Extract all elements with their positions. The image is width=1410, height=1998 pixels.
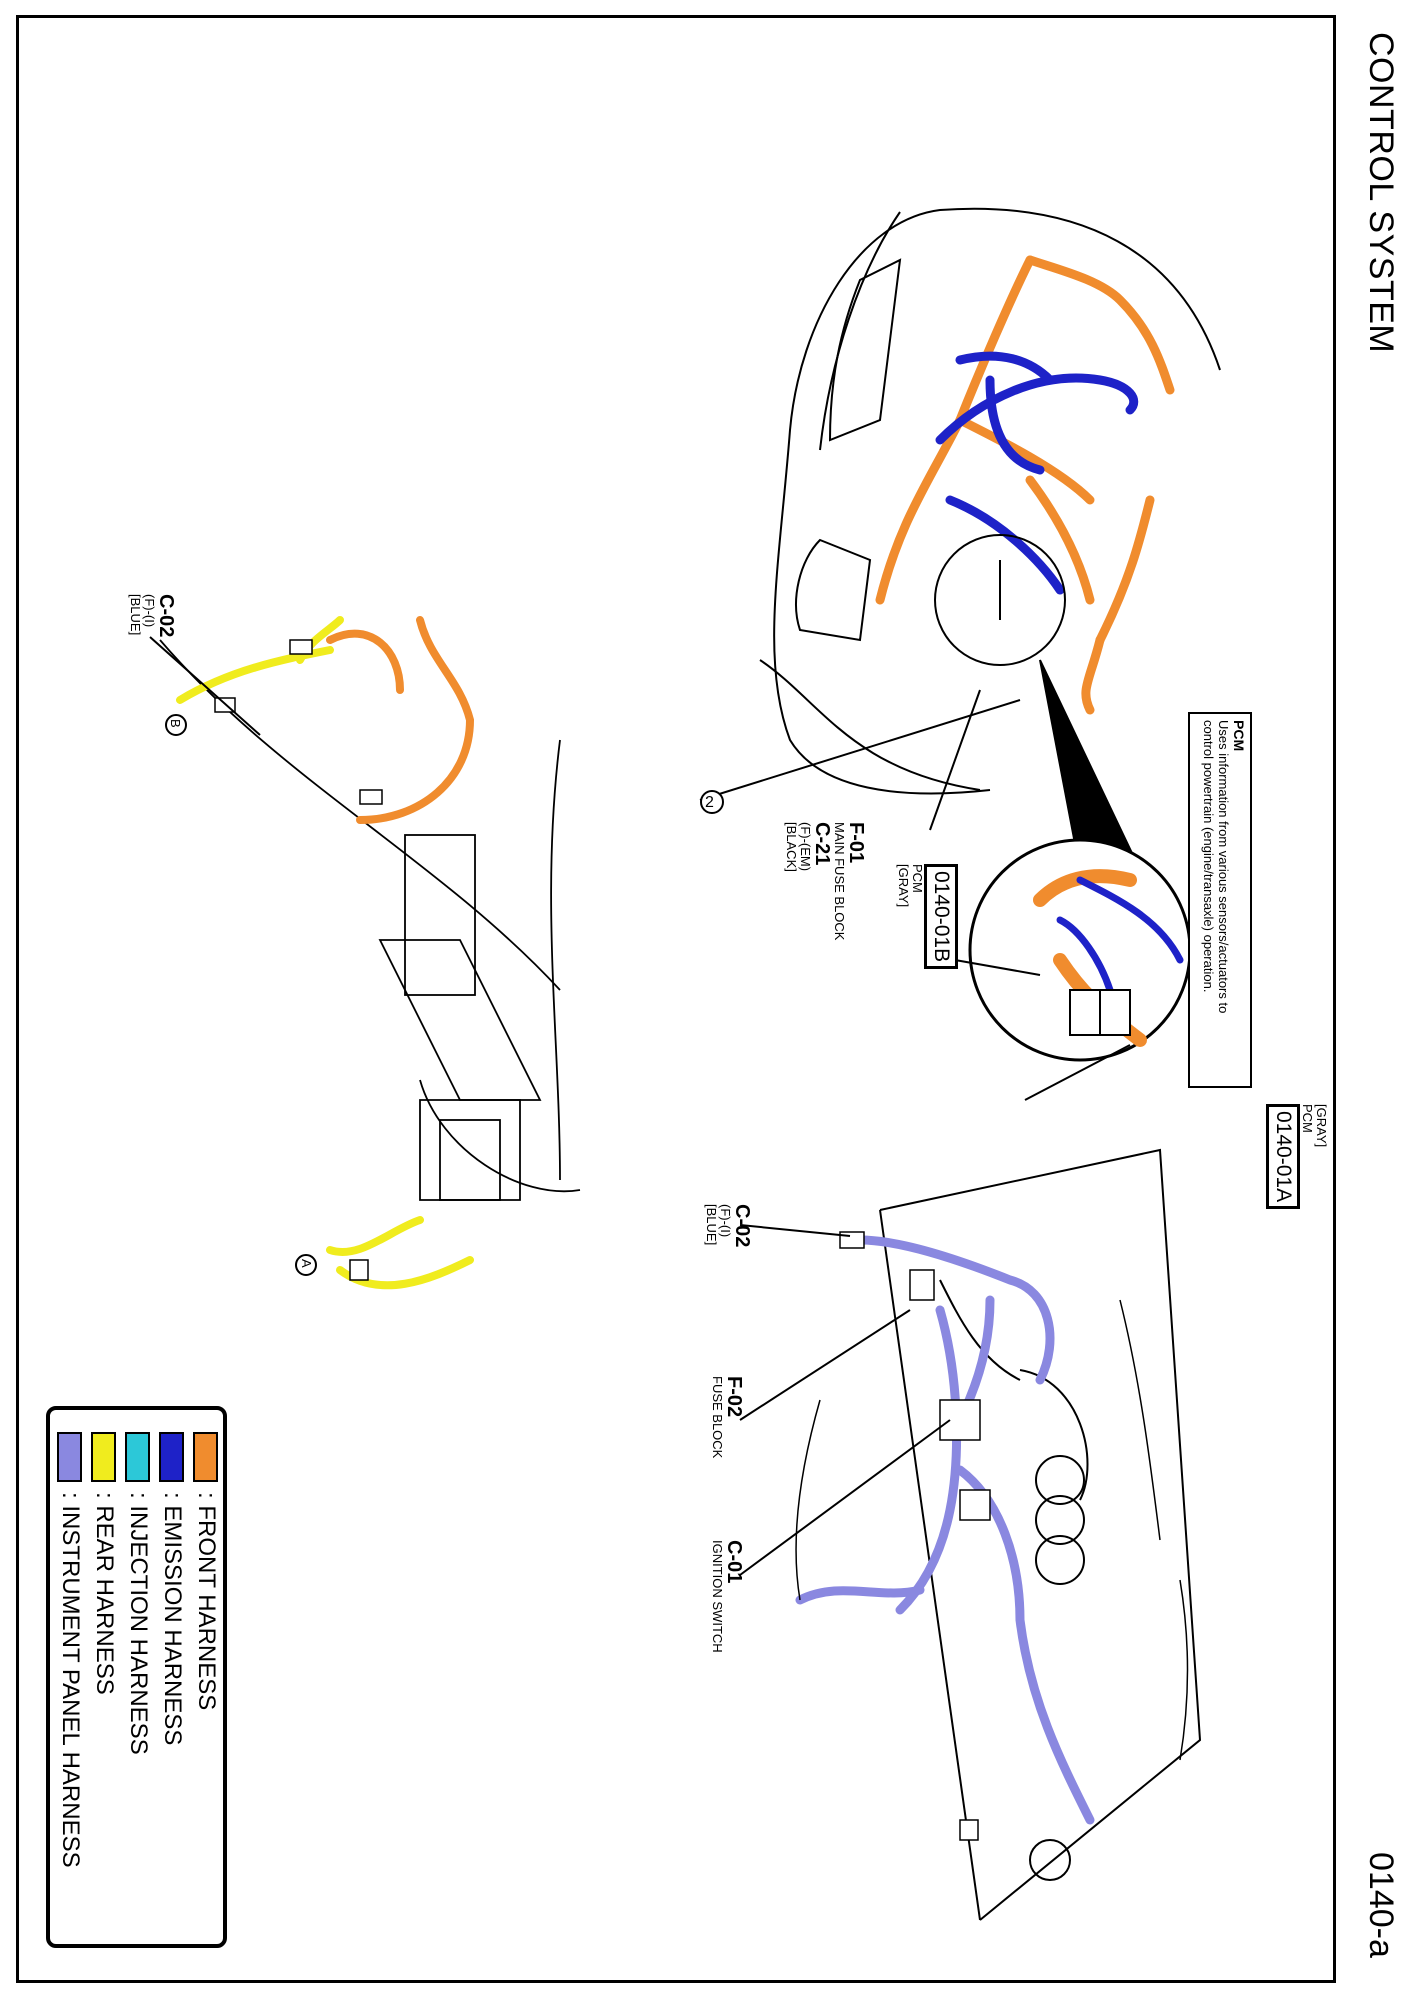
legend-item-rear: : REAR HARNESS — [90, 1432, 118, 1695]
harness-legend: : FRONT HARNESS : EMISSION HARNESS : INJ… — [46, 1406, 227, 1948]
instrument-panel-wires — [795, 1299, 1189, 1761]
pcm-note-line1: Uses information from various sensors/ac… — [1216, 720, 1231, 1014]
legend-swatch-instrument-panel — [57, 1432, 83, 1482]
c02-right-color: [BLUE] — [704, 1204, 719, 1246]
legend-label-injection: : INJECTION HARNESS — [125, 1492, 152, 1755]
pcm-note-heading: PCM — [1231, 720, 1247, 752]
front-harness-engine — [875, 255, 1175, 715]
connector-c02-right: C-02 (F)-(I) [BLUE] — [704, 1204, 753, 1248]
pcm-note-line2: control powertrain (engine/transaxle) op… — [1201, 720, 1216, 993]
connector-0140-01a-name: PCM — [1300, 1104, 1315, 1133]
legend-item-emission: : EMISSION HARNESS — [158, 1432, 186, 1745]
legend-label-rear: : REAR HARNESS — [91, 1492, 118, 1695]
page-title: CONTROL SYSTEM — [1362, 32, 1400, 354]
marker-2-circle — [700, 790, 724, 814]
instrument-panel-connectors — [839, 1231, 991, 1841]
f02-code: F-02 — [723, 1376, 745, 1418]
legend-item-instrument-panel: : INSTRUMENT PANEL HARNESS — [56, 1432, 84, 1868]
marker-b-circle — [165, 714, 187, 736]
legend-label-instrument-panel: : INSTRUMENT PANEL HARNESS — [57, 1492, 84, 1868]
f01-desc: MAIN FUSE BLOCK — [832, 822, 847, 941]
c02-left-code: C-02 — [155, 594, 177, 638]
pcm-description-box: PCM Uses information from various sensor… — [1188, 712, 1252, 1088]
instrument-panel-harness — [795, 1235, 1095, 1825]
legend-swatch-injection — [125, 1432, 151, 1482]
c01-desc: IGNITION SWITCH — [710, 1540, 725, 1653]
legend-item-front: : FRONT HARNESS — [192, 1432, 220, 1710]
marker-b-label: B — [168, 719, 183, 728]
marker-a-circle — [295, 1254, 317, 1276]
f02-desc: FUSE BLOCK — [710, 1376, 725, 1459]
emission-harness-engine — [935, 351, 1139, 595]
connector-0140-01b-code: 0140-01B — [924, 864, 958, 970]
connector-c01: C-01 IGNITION SWITCH — [710, 1540, 745, 1653]
connector-f01-c21: F-01 MAIN FUSE BLOCK C-21 (F)-(EM) [BLAC… — [784, 822, 867, 941]
legend-swatch-emission — [159, 1432, 185, 1482]
engine-bay-outline — [759, 207, 1221, 795]
callout-markers — [165, 714, 724, 1276]
connector-c02-left: C-02 (F)-(I) [BLUE] — [128, 594, 177, 638]
c01-code: C-01 — [723, 1540, 745, 1584]
leader-lines — [149, 636, 1131, 1576]
connector-0140-01a-code: 0140-01A — [1266, 1104, 1300, 1210]
legend-item-injection: : INJECTION HARNESS — [124, 1432, 152, 1755]
marker-a-label: A — [299, 1259, 314, 1268]
interior-connectors — [214, 639, 383, 1281]
legend-label-front: : FRONT HARNESS — [193, 1492, 220, 1711]
legend-swatch-rear — [91, 1432, 117, 1482]
legend-swatch-front — [193, 1432, 219, 1482]
c02-right-sub: (F)-(I) — [718, 1204, 733, 1238]
marker-2-label: 2 — [705, 794, 714, 811]
c21-code: C-21 — [811, 822, 833, 866]
legend-label-emission: : EMISSION HARNESS — [159, 1492, 186, 1746]
connector-0140-01a: [GRAY] PCM 0140-01A — [1266, 1104, 1329, 1210]
f01-code: F-01 — [845, 822, 867, 864]
connector-f02: F-02 FUSE BLOCK — [710, 1376, 745, 1459]
page-number: 0140-a — [1362, 1852, 1400, 1958]
c21-color: [BLACK] — [784, 822, 799, 872]
page-frame — [16, 15, 1336, 1983]
c21-sub: (F)-(EM) — [798, 822, 813, 872]
front-harness-interior — [326, 616, 475, 824]
connector-0140-01b-color: [GRAY] — [896, 864, 911, 908]
c02-left-color: [BLUE] — [128, 594, 143, 636]
pcm-zoom-connector — [1069, 989, 1131, 1036]
connector-0140-01a-color: [GRAY] — [1314, 1104, 1329, 1148]
instrument-panel-outline — [879, 1148, 1202, 1921]
c02-left-sub: (F)-(I) — [142, 594, 157, 628]
interior-outline — [159, 639, 581, 1201]
connector-0140-01b: 0140-01B PCM [GRAY] — [896, 864, 958, 970]
rear-harness-interior — [176, 616, 474, 1290]
c02-right-code: C-02 — [731, 1204, 753, 1248]
connector-0140-01b-name: PCM — [910, 864, 925, 893]
